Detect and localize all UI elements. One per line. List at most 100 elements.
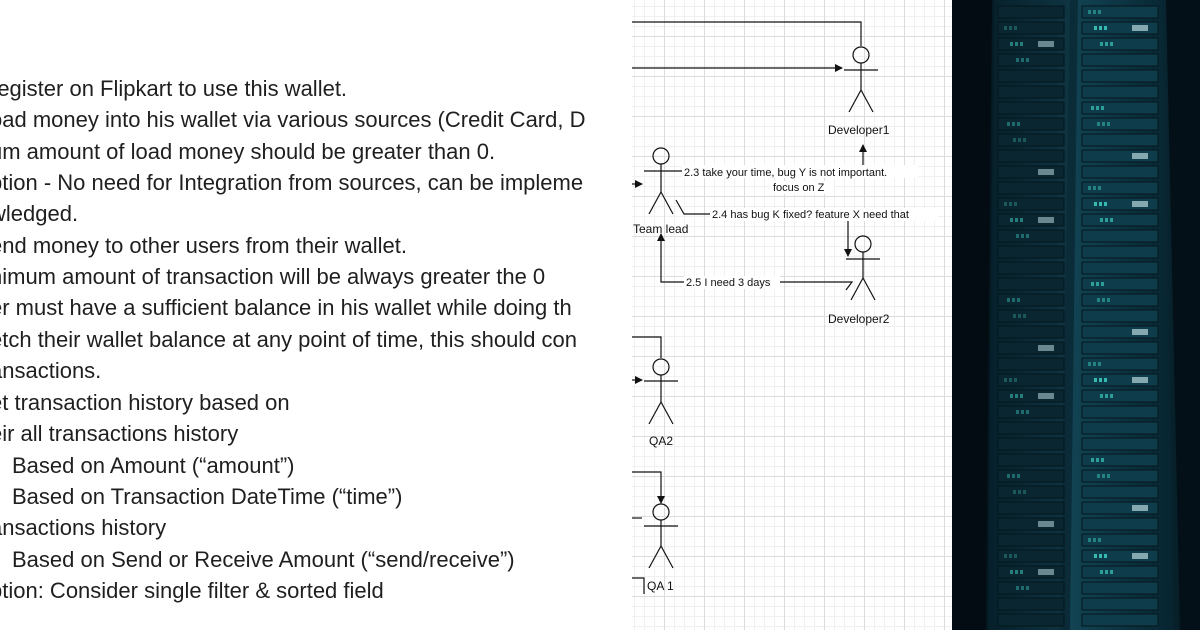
status-light [1094,26,1097,30]
doc-line: ption: Consider single filter & sorted f… [0,578,384,603]
actor-label-developer2: Developer2 [828,312,890,326]
status-light [1007,474,1010,478]
status-light [1009,26,1012,30]
drive-bay-light [1132,25,1148,31]
rack-unit [997,517,1065,531]
actor-label-qa2: QA2 [649,434,673,448]
rack-unit [1081,245,1159,259]
doc-line: ansactions history [0,515,167,540]
rack-unit [997,37,1065,51]
rack-unit [1081,405,1159,419]
drive-bay-light [1038,169,1054,175]
status-light [1099,378,1102,382]
rack-unit [1081,309,1159,323]
status-light [1004,378,1007,382]
status-light [1018,314,1021,318]
actor-label-team-lead: Team lead [633,222,688,236]
rack-unit [1081,69,1159,83]
drive-bay-light [1132,505,1148,511]
actor-qa1-figure [644,503,678,569]
rack-unit [1081,469,1159,483]
status-light [1098,362,1101,366]
rack-unit [1081,437,1159,451]
status-light [1098,186,1101,190]
status-light [1021,58,1024,62]
status-light [1093,362,1096,366]
status-light [1014,554,1017,558]
drive-bay-light [1038,569,1054,575]
rack-unit [997,197,1065,211]
status-light [1017,298,1020,302]
drive-bay-light [1132,153,1148,159]
status-light [1096,458,1099,462]
status-light [1101,282,1104,286]
status-light [1094,554,1097,558]
drive-bay-light [1038,393,1054,399]
status-light [1021,586,1024,590]
rack-unit [997,437,1065,451]
rack-unit [997,261,1065,275]
status-light [1105,218,1108,222]
doc-line: eir all transactions history [0,421,239,446]
rack-unit [1081,341,1159,355]
status-light [1107,298,1110,302]
status-light [1104,202,1107,206]
status-light [1015,570,1018,574]
status-light [1104,378,1107,382]
status-light [1107,474,1110,478]
status-light [1101,106,1104,110]
rack-unit [997,69,1065,83]
rack-unit [1081,453,1159,467]
message-label: 2.4 has bug K fixed? feature X need that [712,209,909,221]
rack-unit [997,117,1065,131]
actor-team-lead-figure [644,147,678,215]
status-light [1009,378,1012,382]
rack-unit [1081,277,1159,291]
rack-unit [1081,117,1159,131]
status-light [1101,458,1104,462]
rack-unit [997,277,1065,291]
rack-unit [997,229,1065,243]
status-light [1098,538,1101,542]
status-light [1097,122,1100,126]
rack-unit [997,325,1065,339]
status-light [1088,10,1091,14]
rack-unit [1081,165,1159,179]
status-light [1105,42,1108,46]
doc-line: ansactions. [0,358,102,383]
status-light [1104,26,1107,30]
status-light [1018,490,1021,494]
rack-unit [1081,421,1159,435]
server-rack-image [952,0,1200,630]
rack-unit [997,341,1065,355]
status-light [1100,570,1103,574]
status-light [1015,42,1018,46]
doc-line: wledged. [0,201,79,226]
status-light [1017,474,1020,478]
actor-developer1-figure [844,46,878,113]
rack-unit [1081,565,1159,579]
rack-unit [1081,597,1159,611]
connector-line [632,577,645,594]
status-light [1096,106,1099,110]
message-label: 2.3 take your time, bug Y is not importa… [684,167,887,179]
status-light [1020,218,1023,222]
status-light [1009,202,1012,206]
status-light [1010,42,1013,46]
drive-bay-light [1038,217,1054,223]
rack-unit [997,245,1065,259]
actor-label-developer1: Developer1 [828,123,890,137]
rack-unit [997,293,1065,307]
status-light [1016,234,1019,238]
doc-line: register on Flipkart to use this wallet. [0,76,348,101]
status-light [1093,10,1096,14]
connector-line [632,336,662,358]
document-panel: register on Flipkart to use this wallet.… [0,76,586,603]
status-light [1017,122,1020,126]
status-light [1105,570,1108,574]
status-light [1088,538,1091,542]
status-light [1100,42,1103,46]
rack-unit [997,597,1065,611]
status-light [1016,58,1019,62]
doc-line: oad money into his wallet via various so… [0,107,586,132]
